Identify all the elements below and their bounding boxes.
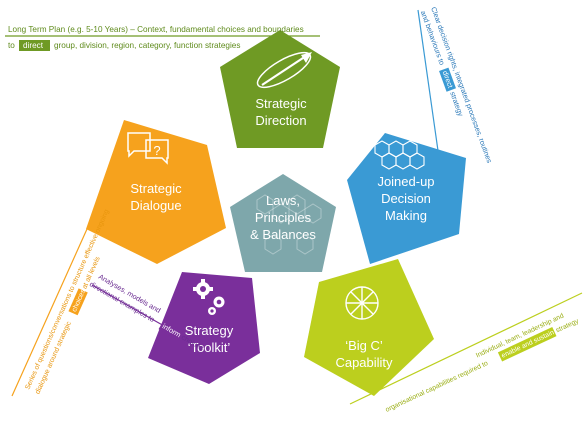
- strategy-toolkit-label-1: Strategy: [185, 323, 234, 338]
- strategic-direction-label-2: Direction: [255, 113, 306, 128]
- direction-note-prefix: to: [8, 41, 15, 50]
- direction-note-suffix: group, division, region, category, funct…: [54, 41, 240, 50]
- note-strategic-direction: Long Term Plan (e.g. 5-10 Years) – Conte…: [8, 25, 304, 51]
- big-c-capability-label-1: ‘Big C’: [345, 338, 383, 353]
- strategic-direction-label-1: Strategic: [255, 96, 307, 111]
- wheel-icon: [345, 286, 379, 320]
- strategic-dialogue-label-1: Strategic: [130, 181, 182, 196]
- direction-note-highlight-box: [19, 40, 50, 51]
- center-pentagon: [230, 174, 336, 272]
- center-label-line-2: Principles: [255, 210, 312, 225]
- arrow-icon: [256, 51, 312, 89]
- decision-making-label-3: Making: [385, 208, 427, 223]
- node-big-c-capability: ‘Big C’ Capability: [304, 259, 434, 396]
- question-mark-icon: ?: [153, 143, 160, 158]
- direction-note-line-1: Long Term Plan (e.g. 5-10 Years) – Conte…: [8, 25, 304, 34]
- node-strategic-dialogue: ? Strategic Dialogue: [86, 120, 226, 264]
- gears-icon: [193, 279, 225, 315]
- decision-making-label-2: Decision: [381, 191, 431, 206]
- hexagon-network-icon: [374, 140, 425, 170]
- big-c-capability-pentagon: [304, 259, 434, 396]
- strategy-toolkit-pentagon: [148, 272, 260, 384]
- dialogue-note-highlight-box: [68, 288, 88, 316]
- direction-note-highlight: direct: [23, 41, 44, 50]
- decision-note-highlight-box: [439, 67, 456, 92]
- toolkit-note-highlight-box: [158, 320, 183, 341]
- strategic-dialogue-label-2: Dialogue: [130, 198, 181, 213]
- center-hexagon-icon: [256, 194, 322, 255]
- note-connectors: [5, 9, 583, 405]
- center-label-line-3: & Balances: [250, 227, 316, 242]
- speech-bubbles-icon: [127, 132, 169, 165]
- decision-making-label-1: Joined-up: [377, 174, 434, 189]
- dialogue-note-line-1: Series of questions/conversations to str…: [24, 208, 110, 390]
- joined-up-decision-making-pentagon: [347, 133, 466, 264]
- node-strategy-toolkit: Strategy ‘Toolkit’: [148, 272, 260, 384]
- center-label-line-1: Laws,: [266, 193, 300, 208]
- decision-note-line-1: Clear decision rights, integrated proces…: [429, 6, 494, 165]
- capability-note-highlight-box: [497, 327, 557, 362]
- big-c-capability-label-2: Capability: [335, 355, 393, 370]
- node-joined-up-decision-making: Joined-up Decision Making: [347, 133, 466, 264]
- node-strategic-direction: Strategic Direction: [220, 30, 340, 148]
- strategic-dialogue-pentagon: [86, 120, 226, 264]
- center-node: Laws, Principles & Balances: [230, 174, 336, 272]
- strategy-toolkit-label-2: ‘Toolkit’: [188, 340, 231, 355]
